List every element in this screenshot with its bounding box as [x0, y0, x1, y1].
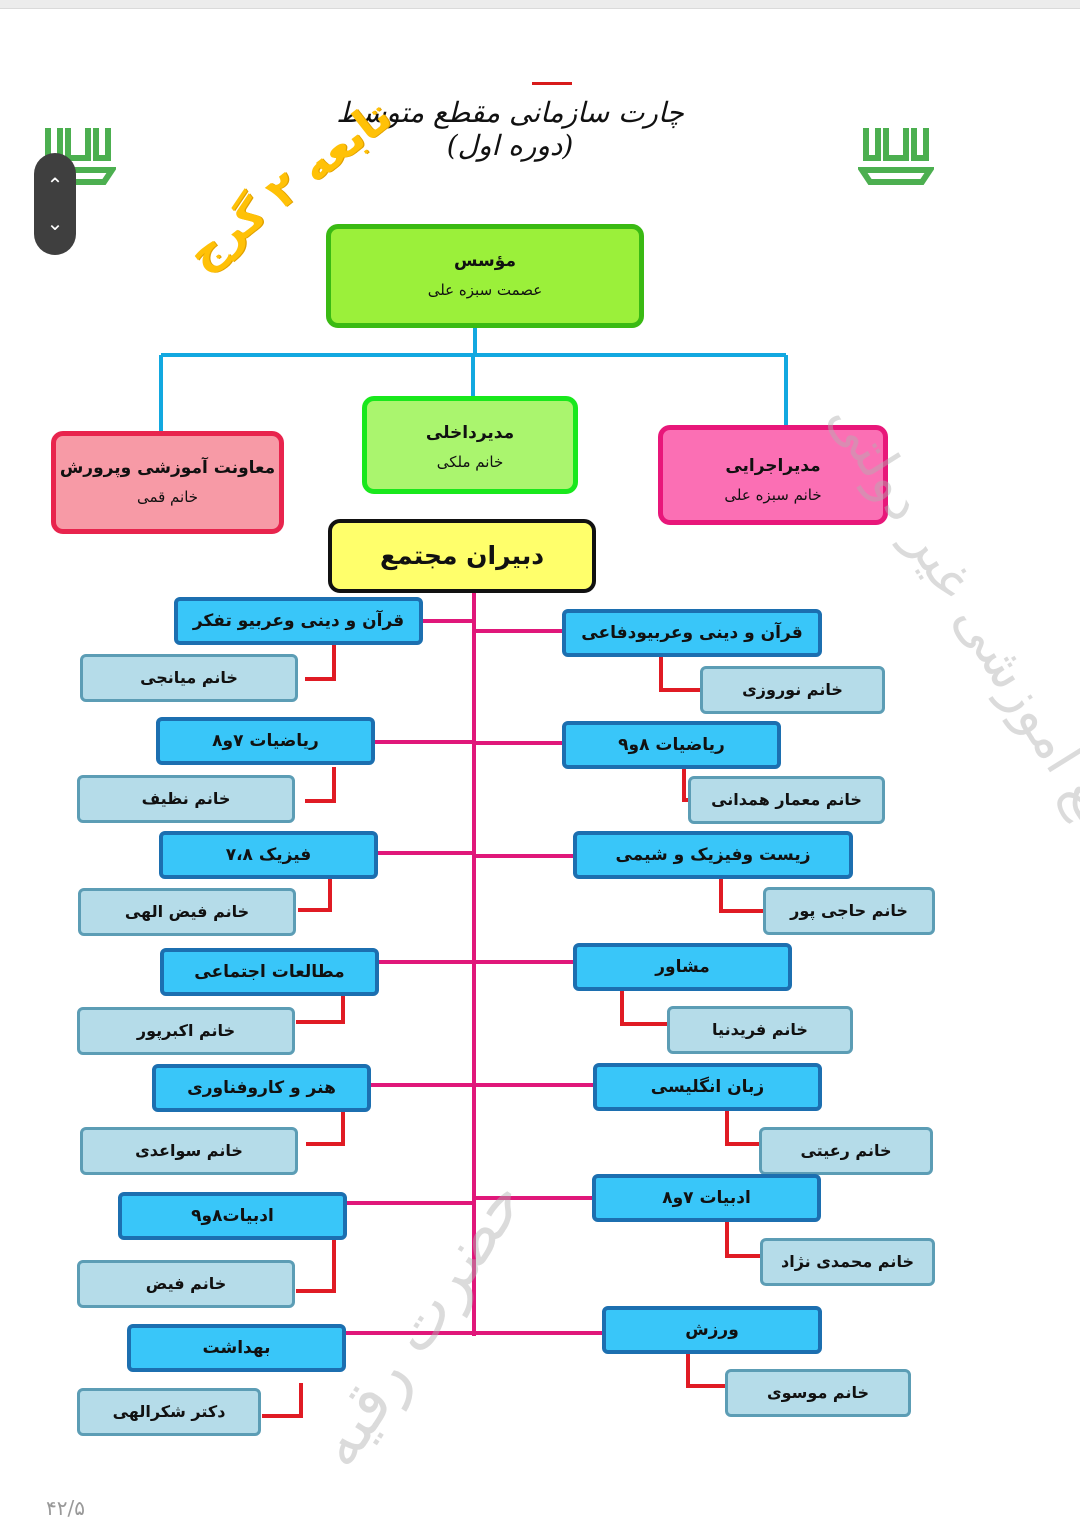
teacher-box: دکتر شکرالهی — [77, 1388, 261, 1436]
chevron-down-icon[interactable]: ⌄ — [46, 211, 64, 235]
subject-box: مطالعات اجتماعی — [160, 948, 379, 996]
teacher-box: خانم موسوی — [725, 1369, 911, 1417]
subject-box: زیست وفیزیک و شیمی — [573, 831, 853, 879]
teacher-box: خانم حاجی پور — [763, 887, 935, 935]
teachers-header-box: دبیران مجتمع — [328, 519, 596, 593]
teacher-box: خانم نظیف — [77, 775, 295, 823]
subject-box: قرآن و دینی وعربیودفاعی — [562, 609, 822, 657]
teacher-box: خانم فیض الهی — [78, 888, 296, 936]
subject-box: ادبیات۸و۹ — [118, 1192, 347, 1240]
educational-deputy-name: خانم قمی — [136, 488, 199, 506]
page-navigator[interactable]: ⌃ ⌄ — [34, 153, 76, 255]
executive-manager-box: مدیراجرایی خانم سبزه علی — [658, 425, 888, 525]
subject-box: فیزیک ۷،۸ — [159, 831, 378, 879]
title-accent-mark — [532, 82, 572, 85]
top-status-bar — [0, 0, 1080, 9]
teacher-box: خانم اکبرپور — [77, 1007, 295, 1055]
internal-manager-name: خانم ملکی — [436, 453, 504, 471]
teacher-box: خانم میانجی — [80, 654, 298, 702]
subject-box: ورزش — [602, 1306, 822, 1354]
internal-manager-box: مدیرداخلی خانم ملکی — [362, 396, 578, 494]
teacher-box: خانم نوروزی — [700, 666, 885, 714]
chevron-up-icon[interactable]: ⌃ — [46, 173, 64, 197]
founder-box: مؤسس عصمت سبزه علی — [326, 224, 644, 328]
subject-box: ریاضیات ۷و۸ — [156, 717, 375, 765]
founder-name: عصمت سبزه علی — [427, 281, 543, 299]
subject-box: بهداشت — [127, 1324, 346, 1372]
teacher-box: خانم رعیتی — [759, 1127, 933, 1175]
teacher-box: خانم سواعدی — [80, 1127, 298, 1175]
educational-deputy-box: معاونت آموزشی وپرورش خانم قمی — [51, 431, 284, 534]
school-emblem-icon — [858, 128, 934, 185]
subject-box: ادبیات ۷و۸ — [592, 1174, 821, 1222]
educational-deputy-role: معاونت آموزشی وپرورش — [59, 458, 276, 478]
teacher-box: خانم فیض — [77, 1260, 295, 1308]
teacher-box: خانم معمار همدانی — [688, 776, 885, 824]
page-title: چارت سازمانی مقطع متوسط (دوره اول) — [336, 96, 684, 162]
internal-manager-role: مدیرداخلی — [425, 423, 515, 443]
executive-manager-name: خانم سبزه علی — [724, 486, 822, 504]
teacher-box: خانم فریدنیا — [667, 1006, 853, 1054]
subject-box: زبان انگلیسی — [593, 1063, 822, 1111]
executive-manager-role: مدیراجرایی — [725, 456, 821, 476]
subject-box: مشاور — [573, 943, 792, 991]
founder-role: مؤسس — [454, 251, 516, 271]
subject-box: ریاضیات ۸و۹ — [562, 721, 781, 769]
subject-box: قرآن و دینی وعربیو تفکر — [174, 597, 423, 645]
page-number: ۴۲/۵ — [46, 1496, 85, 1520]
subject-box: هنر و کاروفناوری — [152, 1064, 371, 1112]
teacher-box: خانم محمدی نژاد — [760, 1238, 935, 1286]
